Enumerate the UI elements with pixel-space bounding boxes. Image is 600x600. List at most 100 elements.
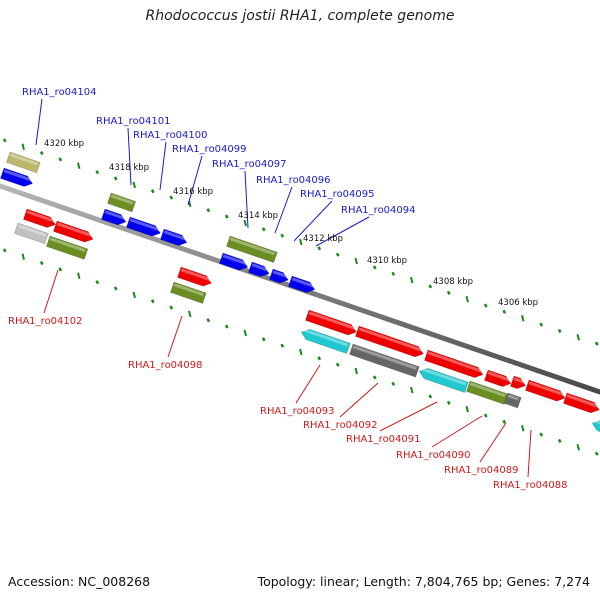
lower-scale-tick: [113, 286, 118, 291]
gene-feature-ro04102: [46, 235, 89, 260]
lower-scale-tick: [280, 343, 285, 348]
upper-scale-tick: [354, 257, 358, 265]
upper-scale-tick: [483, 303, 488, 308]
gene-feature-ro04090b: [484, 369, 512, 387]
gene-feature-ro04098-highlight: [173, 283, 204, 297]
gene-feature-ro04097-highlight: [229, 237, 276, 256]
lower-scale-tick: [335, 362, 340, 367]
forward-leader-line: [315, 216, 370, 247]
reverse-leader-line: [379, 401, 438, 432]
gene-feature-ro04089b-highlight: [513, 377, 526, 384]
reverse-gene-label: RHA1_ro04092: [303, 420, 378, 431]
gene-feature-ro04095: [248, 261, 270, 277]
upper-scale-tick: [261, 227, 266, 232]
lower-scale-tick: [224, 324, 229, 329]
lower-scale-tick: [354, 367, 358, 375]
gene-feature-ro04089-highlight: [507, 394, 520, 401]
upper-scale-tick: [95, 170, 100, 175]
gene-feature-ro04100: [101, 208, 127, 226]
reverse-leader-line: [339, 382, 379, 418]
gene-feature-ro04093-body: [300, 328, 351, 355]
gene-feature-ro04102c-body: [14, 222, 49, 245]
gene-feature-ro04088: [591, 419, 600, 433]
lower-scale-tick: [95, 280, 100, 285]
gene-feature-ro04088c-body: [563, 392, 600, 414]
lower-scale-tick: [261, 337, 266, 342]
upper-scale-tick: [132, 181, 136, 189]
gene-feature-ro04089b-body: [510, 375, 526, 389]
gene-feature-ro04097b-highlight: [163, 230, 187, 241]
upper-scale-tick: [557, 328, 562, 333]
gene-feature-ro04101: [107, 192, 136, 213]
lower-scale-tick: [150, 299, 155, 304]
scale-label: 4312 kbp: [303, 234, 343, 244]
upper-scale-tick: [224, 214, 229, 219]
gene-feature-ro04095b-highlight: [272, 270, 288, 278]
lower-scale-tick: [428, 394, 433, 399]
scale-label: 4310 kbp: [367, 256, 407, 266]
gene-feature-ro04102-highlight: [49, 237, 86, 253]
upper-scale-tick: [446, 290, 451, 295]
scale-label: 4316 kbp: [173, 187, 213, 197]
gene-feature-ro04091b: [424, 349, 484, 378]
gene-feature-ro04091-highlight: [420, 367, 467, 386]
gene-feature-ro04091b-highlight: [427, 351, 483, 373]
forward-gene-label: RHA1_ro04094: [341, 205, 416, 216]
gene-feature-ro04095b-body: [269, 268, 289, 284]
lower-scale-tick: [372, 375, 377, 380]
gene-feature-ro04102a: [23, 208, 56, 228]
upper-scale-tick: [243, 219, 247, 227]
gene-feature-ro04102a-highlight: [26, 210, 56, 223]
gene-feature-ro04093b-highlight: [308, 311, 356, 331]
gene-feature-ro04090-highlight: [469, 382, 506, 398]
upper-scale-tick: [391, 271, 396, 276]
lower-scale-tick: [483, 413, 488, 418]
gene-feature-ro04094: [288, 275, 316, 293]
gene-feature-ro04092b-body: [355, 325, 424, 358]
gene-feature-ro04104-body: [6, 151, 41, 174]
forward-leader-line: [35, 98, 43, 146]
gene-feature-ro04103: [0, 167, 33, 187]
gene-feature-ro04102a-body: [23, 208, 56, 228]
gene-feature-ro04100-body: [101, 208, 127, 226]
lower-scale-tick: [21, 253, 25, 260]
gene-feature-ro04096-body: [219, 252, 249, 271]
gene-feature-ro04100-highlight: [104, 210, 126, 220]
reverse-gene-label: RHA1_ro04098: [128, 360, 203, 371]
gene-feature-ro04099-body: [126, 216, 161, 237]
upper-scale-tick: [299, 238, 303, 246]
gene-feature-ro04091: [418, 367, 469, 394]
upper-scale-tick: [539, 322, 544, 327]
upper-scale-tick: [465, 295, 469, 303]
lower-scale-tick: [410, 386, 414, 394]
gene-feature-ro04102b-highlight: [56, 222, 93, 238]
upper-scale-tick: [594, 341, 599, 346]
forward-gene-label: RHA1_ro04097: [212, 159, 287, 170]
gene-feature-ro04098b-highlight: [180, 268, 211, 282]
scale-label: 4308 kbp: [433, 277, 473, 287]
upper-scale-tick: [280, 233, 285, 238]
forward-leader-line: [127, 127, 132, 186]
reverse-gene-label: RHA1_ro04090: [396, 450, 471, 461]
gene-feature-ro04092-body: [349, 343, 420, 378]
gene-feature-ro04088c: [563, 392, 600, 414]
forward-gene-label: RHA1_ro04100: [133, 130, 208, 141]
gene-feature-ro04092: [349, 343, 420, 378]
lower-scale-tick: [132, 291, 136, 299]
lower-scale-tick: [2, 248, 7, 253]
forward-gene-label: RHA1_ro04099: [172, 144, 247, 155]
reverse-leader-line: [295, 364, 321, 404]
gene-feature-ro04103-body: [0, 167, 33, 187]
gene-feature-ro04097: [226, 235, 278, 264]
gene-feature-ro04088b: [525, 379, 566, 402]
scale-label: 4320 kbp: [44, 139, 84, 149]
gene-feature-ro04090b-body: [484, 369, 512, 387]
upper-scale-tick: [2, 138, 7, 143]
gene-feature-ro04095-body: [248, 261, 270, 277]
upper-scale-tick: [372, 265, 377, 270]
upper-scale-tick: [502, 309, 507, 314]
gene-feature-ro04094-body: [288, 275, 316, 293]
gene-feature-ro04092b: [355, 325, 424, 358]
gene-feature-ro04090-body: [466, 380, 509, 405]
